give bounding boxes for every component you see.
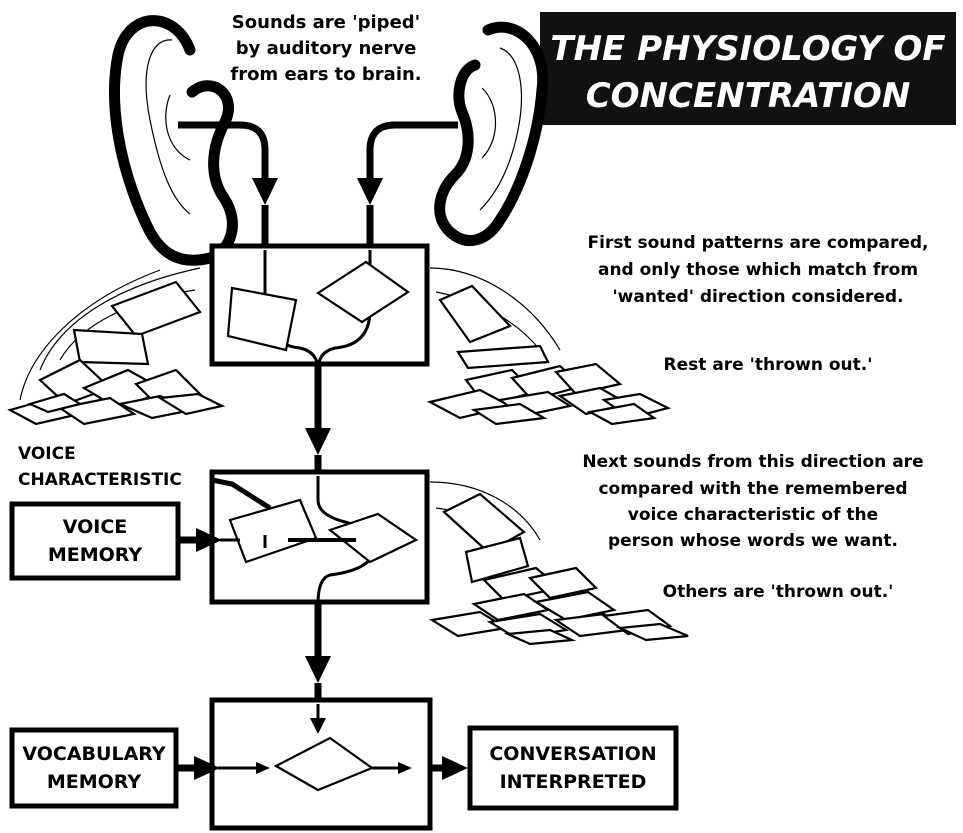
vocabulary-memory-line-1: VOCABULARY (22, 743, 165, 765)
arrow-down-icon (305, 428, 331, 455)
stage1-caption-line-2: and only those which match from (598, 260, 918, 280)
voice-characteristic-pointer (211, 477, 272, 511)
card-icon (327, 512, 419, 564)
voice-memory-line-1: VOICE (63, 516, 128, 538)
ears-caption-line-1: Sounds are 'piped' (232, 12, 420, 33)
stage1-caption-line-3: 'wanted' direction considered. (612, 287, 903, 307)
left-auditory-nerve (178, 121, 269, 182)
arrow-right-icon (256, 762, 270, 774)
arrow-down-icon (252, 178, 278, 205)
voice-characteristic-label: VOICE CHARACTERISTIC (18, 444, 182, 490)
left-ear-icon (109, 15, 238, 266)
vocabulary-memory-line-2: MEMORY (47, 771, 142, 793)
vocabulary-memory-box (9, 727, 179, 809)
conversation-line-2: INTERPRETED (500, 771, 647, 793)
card-icon (226, 286, 298, 352)
arrow-right-icon (196, 528, 222, 552)
title-line-1: THE PHYSIOLOGY OF (550, 29, 945, 69)
card-pile-icon (426, 267, 672, 426)
voice-memory-line-2: MEMORY (48, 544, 143, 566)
right-ear-icon (434, 21, 549, 246)
stage2-caption-line-2: compared with the remembered (598, 479, 907, 499)
arrow-right-icon (442, 756, 468, 780)
conversation-line-1: CONVERSATION (489, 743, 656, 765)
voice-memory-box (9, 501, 181, 581)
stage2-rest-text: Others are 'thrown out.' (663, 582, 894, 602)
arrow-down-icon (310, 718, 326, 734)
card-icon (315, 260, 410, 324)
voice-characteristic-line-1: VOICE (18, 444, 76, 464)
stage2-caption-line-1: Next sounds from this direction are (582, 452, 923, 472)
stage2-caption: Next sounds from this direction are comp… (582, 452, 923, 602)
card-pile-icon (428, 481, 689, 646)
stage1-rest-text: Rest are 'thrown out.' (664, 355, 873, 375)
stage1-internal-right (316, 250, 372, 371)
title-banner: THE PHYSIOLOGY OF CONCENTRATION (540, 12, 956, 125)
stage2-caption-line-3: voice characteristic of the (628, 505, 878, 525)
voice-characteristic-line-2: CHARACTERISTIC (18, 470, 182, 490)
ears-caption-line-3: from ears to brain. (230, 64, 421, 85)
arrow-down-icon (305, 656, 331, 683)
stage2-caption-line-4: person whose words we want. (608, 531, 898, 551)
arrow-down-icon (357, 178, 383, 205)
ears-caption-line-2: by auditory nerve (236, 38, 417, 59)
arrow-right-icon (398, 762, 412, 774)
conversation-interpreted-box (467, 725, 679, 811)
stage1-caption-line-1: First sound patterns are compared, (588, 233, 929, 253)
title-line-2: CONCENTRATION (586, 76, 911, 116)
stage1-caption: First sound patterns are compared, and o… (588, 233, 929, 375)
card-pile-icon (7, 267, 226, 426)
right-auditory-nerve (366, 121, 458, 182)
ears-caption: Sounds are 'piped' by auditory nerve fro… (230, 12, 421, 85)
arrow-right-icon (194, 756, 220, 780)
title-background (540, 12, 956, 125)
